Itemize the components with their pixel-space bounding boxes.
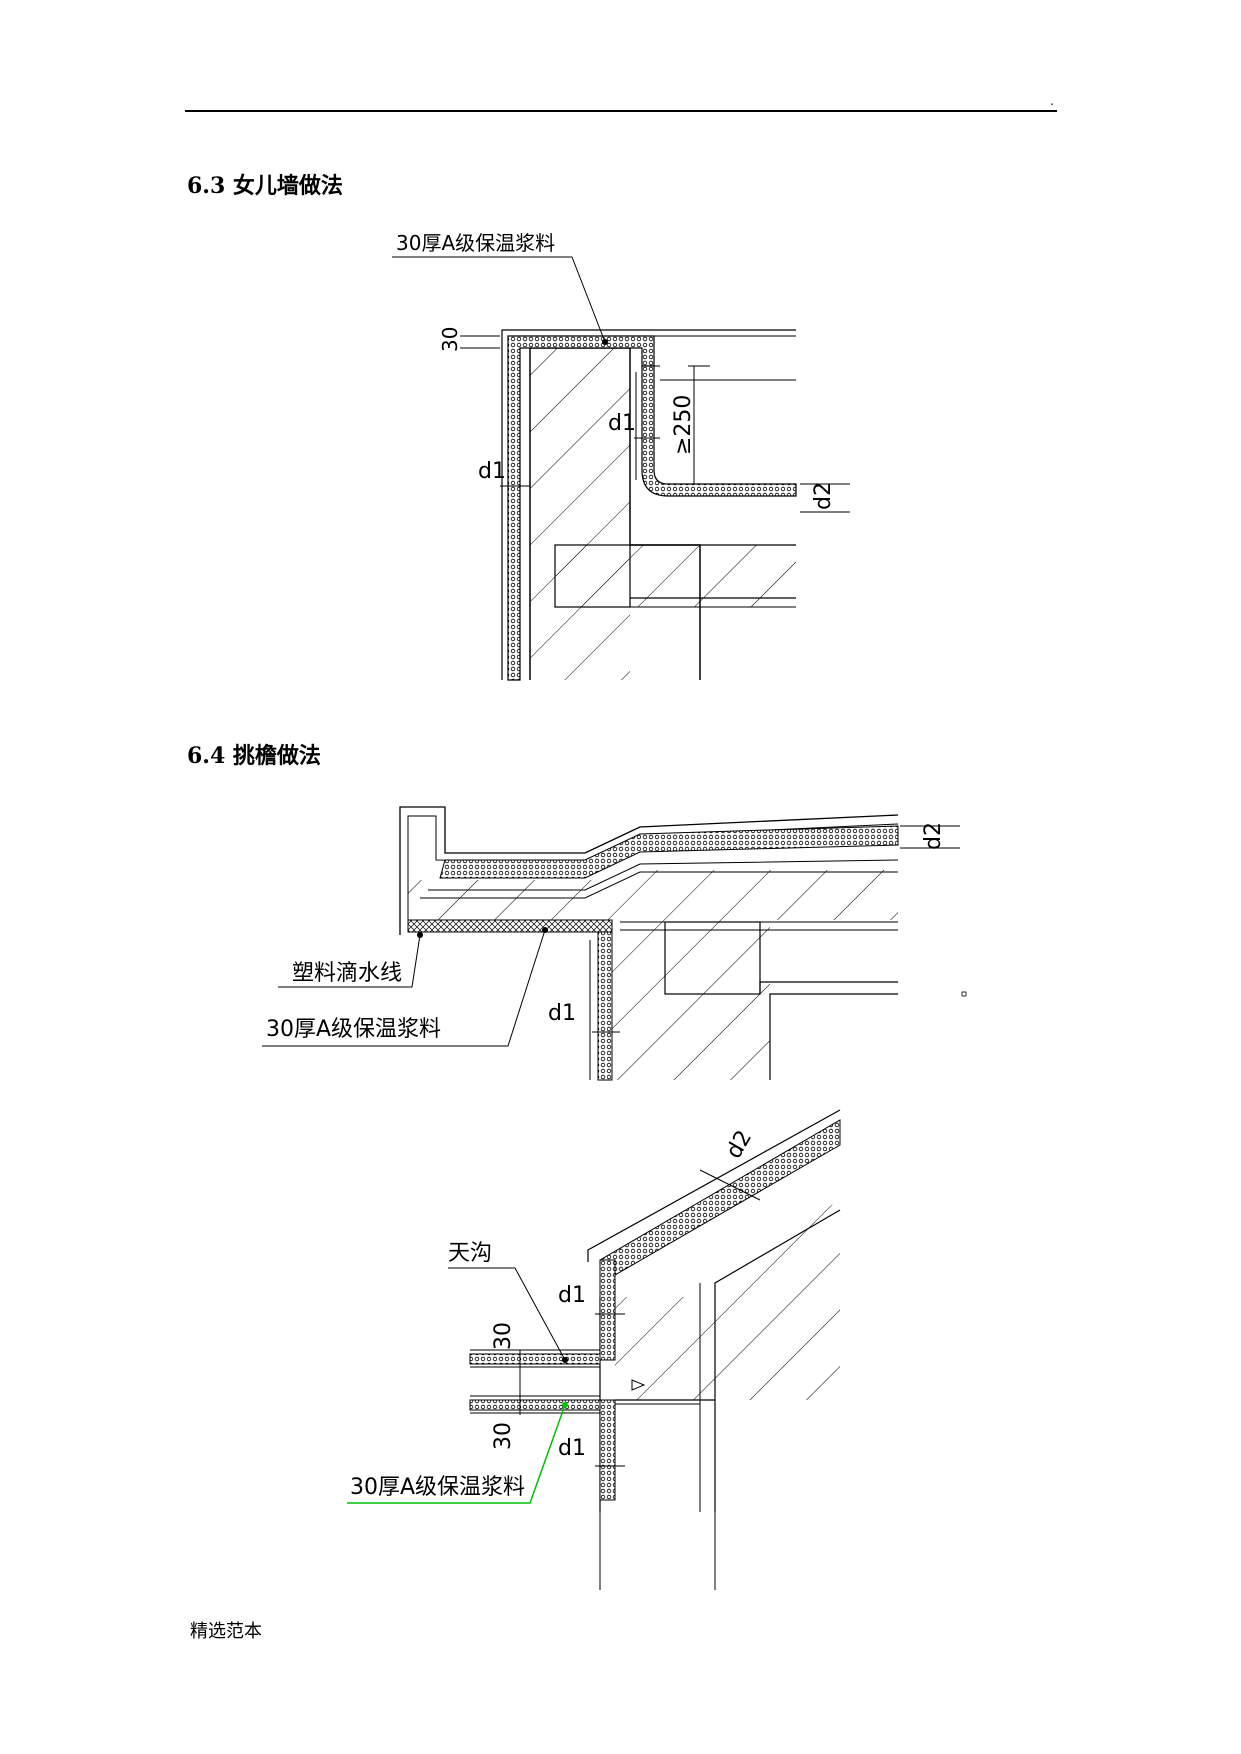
dim-30-top-fig3: 30 xyxy=(491,1322,516,1350)
dim-30-bottom-fig3: 30 xyxy=(491,1422,516,1450)
figure-gutter: 天沟 d1 d1 30 30 d2 30厚A级保温浆料 xyxy=(347,1109,841,1590)
header-rule xyxy=(185,110,1057,112)
parapet-wall xyxy=(530,348,630,680)
label-gutter-fig3: 天沟 xyxy=(448,1241,492,1266)
dim-30-fig1: 30 xyxy=(438,327,462,352)
label-insulation-fig1: 30厚A级保温浆料 xyxy=(396,231,555,255)
dim-d2-fig1: d2 xyxy=(811,482,836,510)
dim-d1-fig2: d1 xyxy=(548,1001,576,1026)
label-drip-fig2: 塑料滴水线 xyxy=(292,961,402,986)
section-title-eave: 6.4 挑檐做法 xyxy=(187,743,321,769)
label-insulation-fig3: 30厚A级保温浆料 xyxy=(350,1475,525,1500)
label-insulation-fig2: 30厚A级保温浆料 xyxy=(266,1017,441,1042)
dim-d1-left-fig1: d1 xyxy=(478,459,506,484)
header-dot: . xyxy=(1050,94,1054,108)
dim-d1-top-fig3: d1 xyxy=(558,1283,586,1308)
figure-parapet: 30厚A级保温浆料 30 d1 d1 ≥250 d2 xyxy=(392,231,850,681)
dim-d2-fig2: d2 xyxy=(921,822,946,850)
dim-d1-inner-fig1: d1 xyxy=(608,411,636,436)
section-title-parapet: 6.3 女儿墙做法 xyxy=(187,173,343,199)
footer-text: 精选范本 xyxy=(190,1621,262,1642)
roof-insulation xyxy=(641,365,797,497)
dim-250-fig1: ≥250 xyxy=(671,395,696,455)
leader-highlight xyxy=(347,1404,566,1504)
dim-d2-fig3: d2 xyxy=(722,1126,758,1163)
figure-eave: 塑料滴水线 30厚A级保温浆料 d1 d2 xyxy=(262,806,967,1081)
dim-d1-bottom-fig3: d1 xyxy=(558,1436,586,1461)
